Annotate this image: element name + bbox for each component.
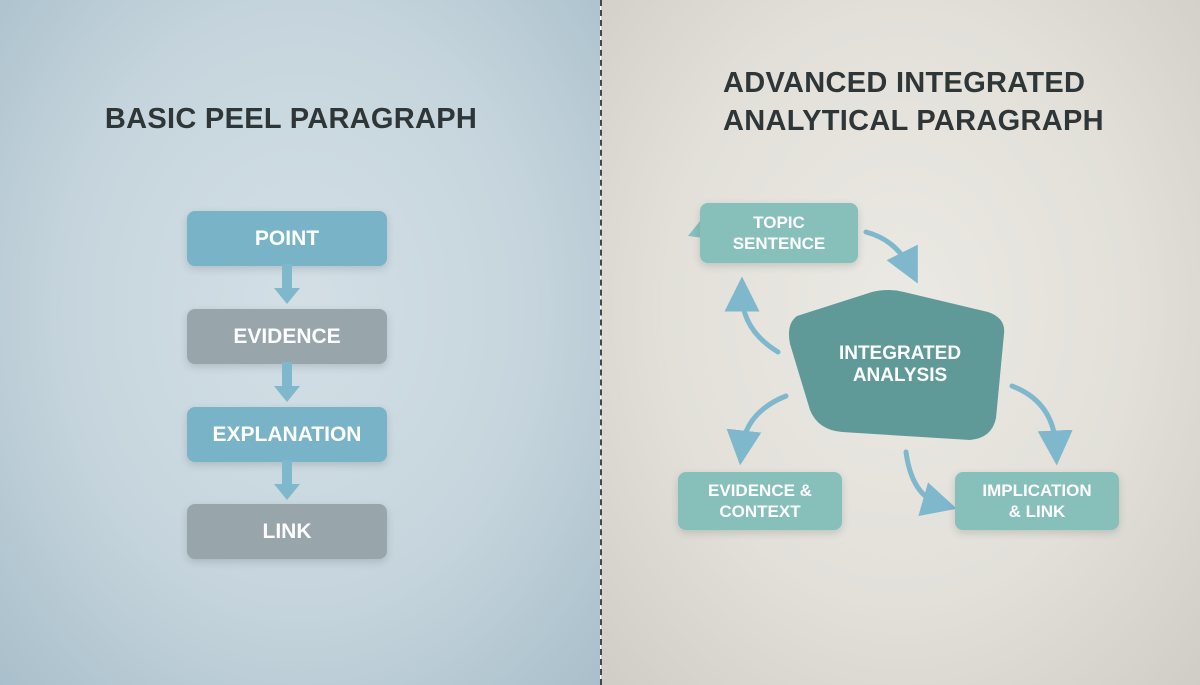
- topic-sentence-box: TOPIC SENTENCE: [700, 203, 858, 263]
- down-arrow-icon: [274, 362, 300, 402]
- advanced-paragraph-title: ADVANCED INTEGRATED ANALYTICAL PARAGRAPH: [723, 64, 1104, 140]
- arrow-center-to-topic: [724, 276, 781, 355]
- integrated-analysis-label: INTEGRATED ANALYSIS: [800, 343, 1000, 387]
- title-line-2: ANALYTICAL PARAGRAPH: [723, 105, 1104, 137]
- evidence-box: EVIDENCE: [187, 309, 387, 364]
- arrow-center-to-implication-lower: [903, 449, 957, 517]
- implication-line-2: & LINK: [1008, 502, 1066, 521]
- integrated-analysis-shape: [788, 290, 1005, 440]
- evidence-context-box: EVIDENCE & CONTEXT: [678, 472, 842, 530]
- down-arrow-icon: [274, 460, 300, 500]
- title-line-1: ADVANCED INTEGRATED: [723, 67, 1086, 99]
- point-box: POINT: [187, 211, 387, 266]
- topic-line-2: SENTENCE: [732, 234, 826, 253]
- basic-peel-title: BASIC PEEL PARAGRAPH: [104, 103, 478, 135]
- center-line-2: ANALYSIS: [852, 365, 948, 386]
- arrow-center-to-evidence: [726, 393, 789, 466]
- implication-line-1: IMPLICATION: [982, 481, 1092, 500]
- center-line-1: INTEGRATED: [838, 343, 962, 364]
- dashed-divider: [600, 0, 602, 685]
- link-box: LINK: [187, 504, 387, 559]
- implication-link-box: IMPLICATION & LINK: [955, 472, 1119, 530]
- arrow-topic-to-center: [863, 229, 918, 284]
- evidence-line-1: EVIDENCE &: [708, 481, 812, 500]
- down-arrow-icon: [274, 264, 300, 304]
- arrow-center-to-implication-right: [1009, 383, 1073, 466]
- evidence-line-2: CONTEXT: [719, 502, 801, 521]
- explanation-box: EXPLANATION: [187, 407, 387, 462]
- topic-line-1: TOPIC: [753, 213, 805, 232]
